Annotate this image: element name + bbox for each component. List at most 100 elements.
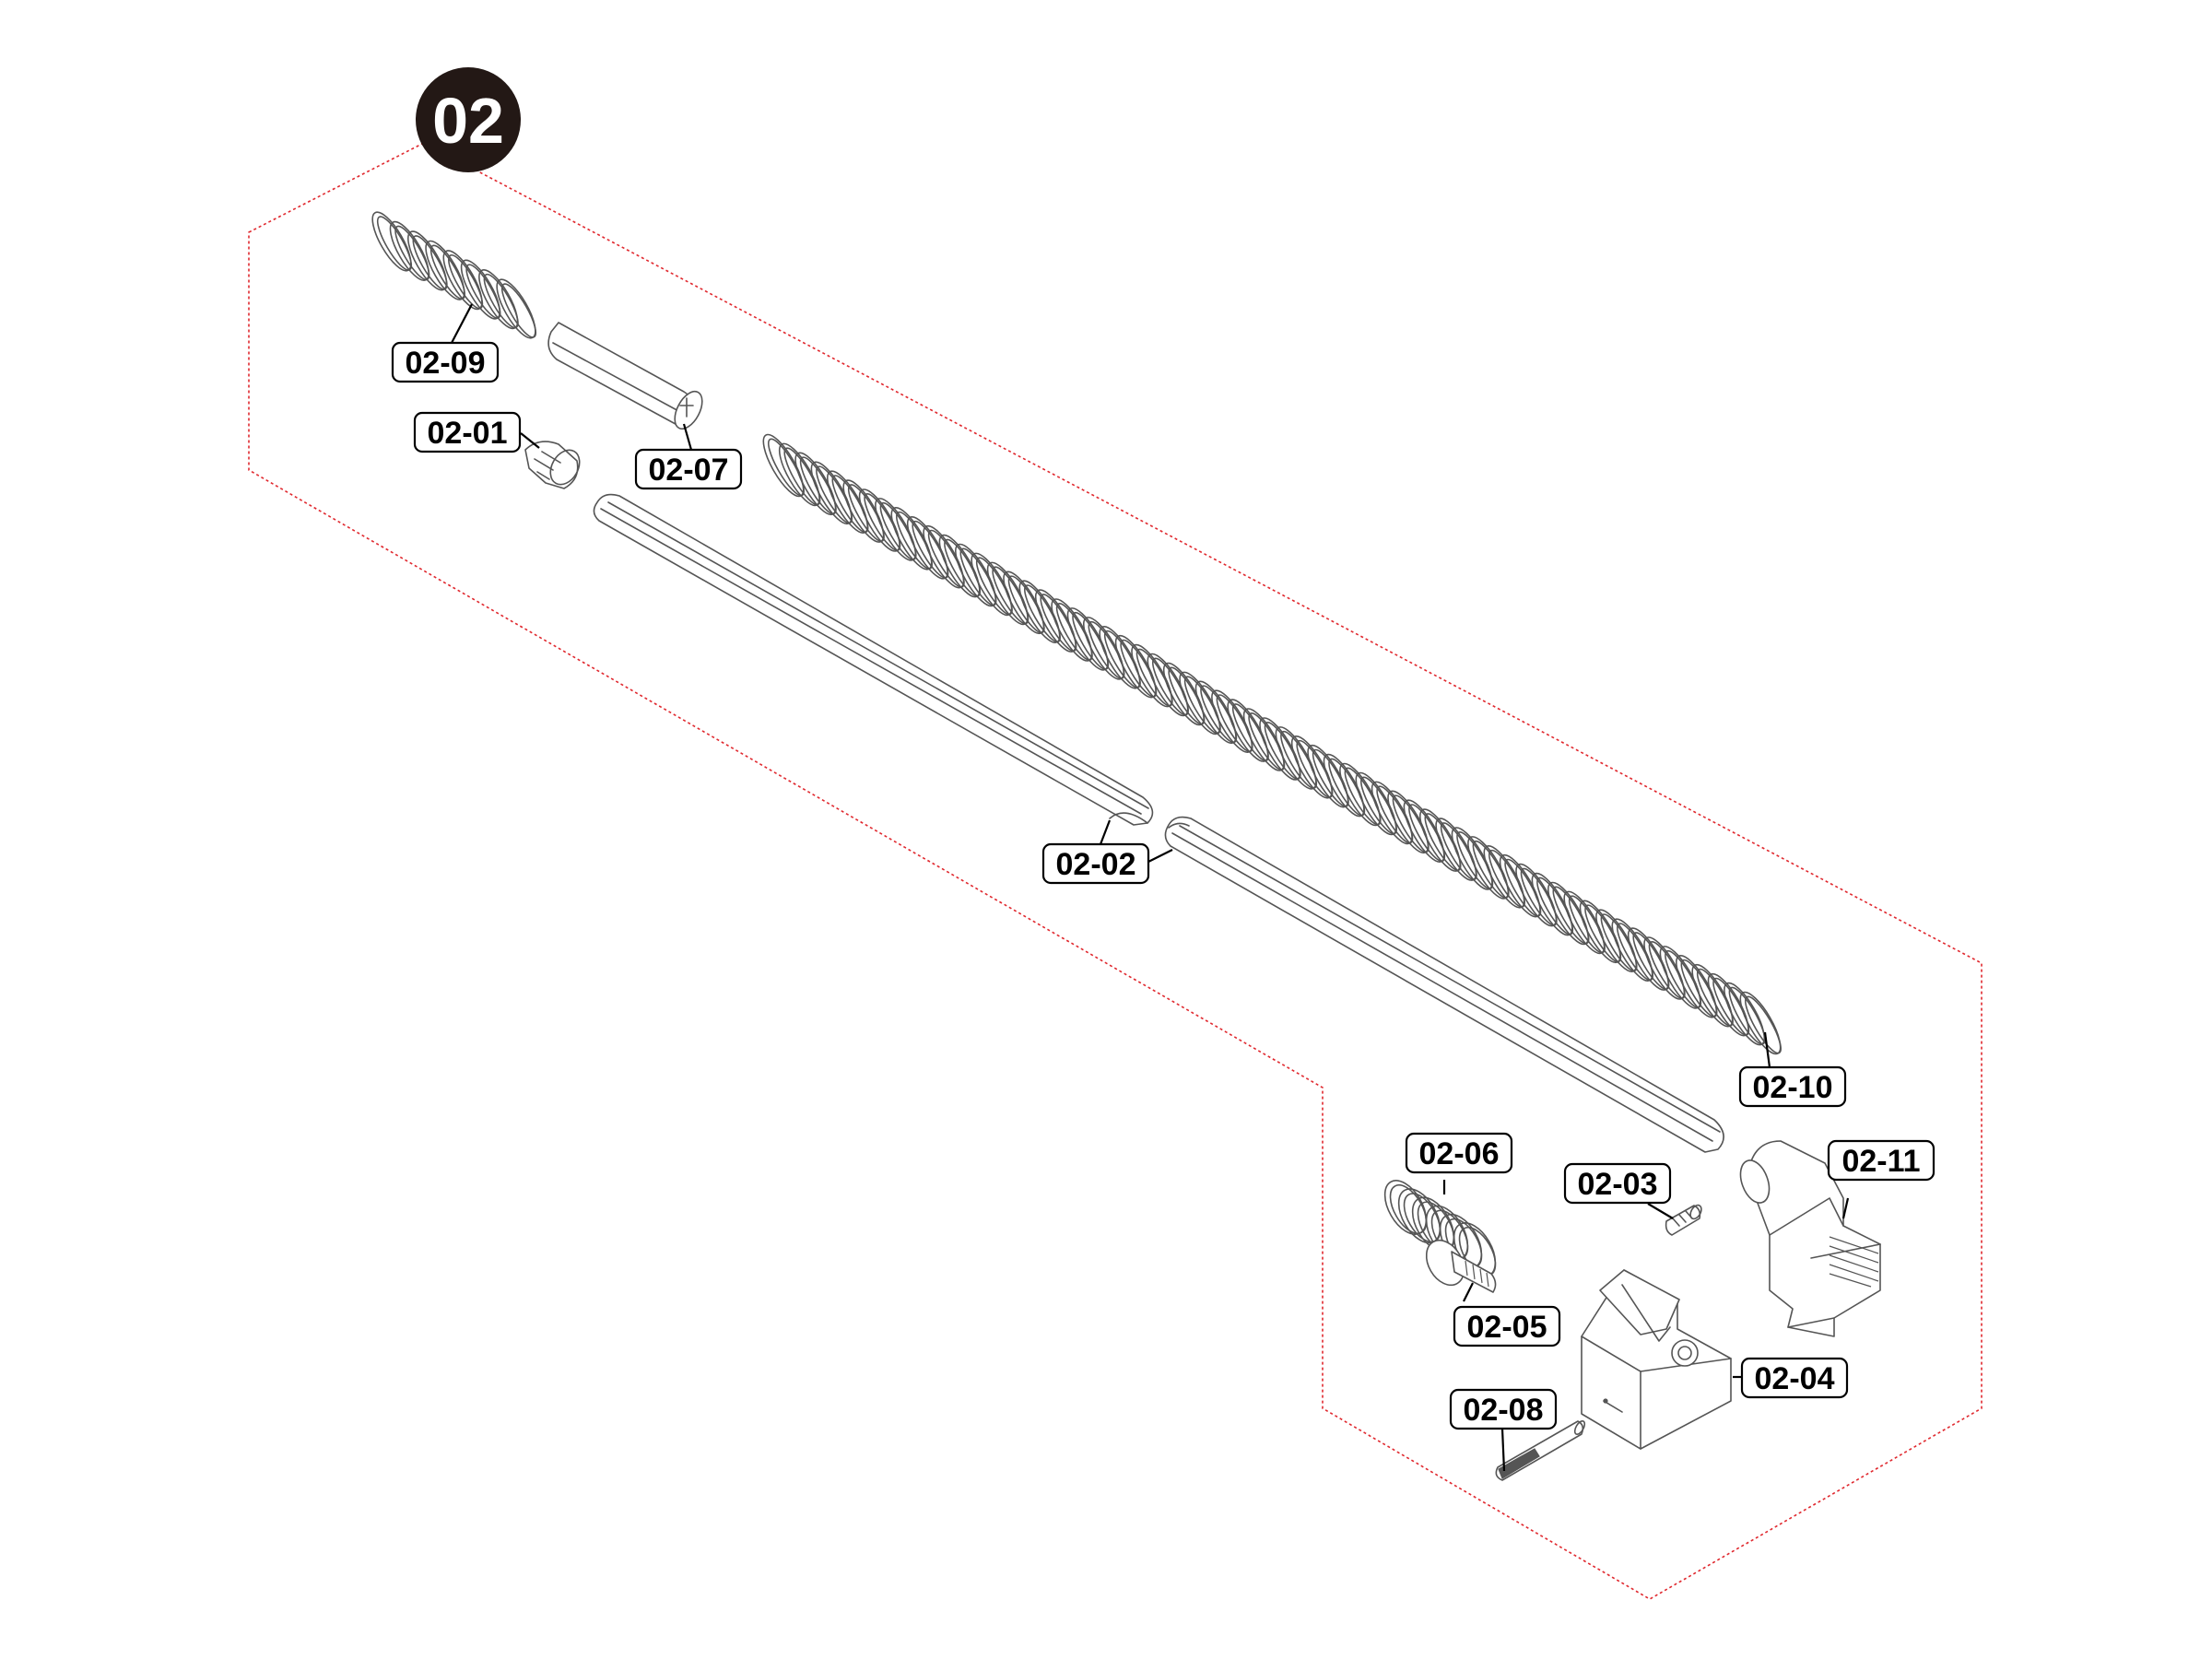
spring-coil-inner: [1296, 739, 1334, 798]
spring-coil-inner: [500, 283, 537, 338]
spring-coil-inner: [1552, 886, 1590, 945]
leader-02-11: [1841, 1197, 1850, 1219]
callout-02-07: 02-07: [634, 448, 743, 490]
callout-02-01: 02-01: [413, 411, 522, 453]
spring-coil-inner: [992, 566, 1030, 625]
spring-coil-inner: [1648, 941, 1686, 999]
part-02-02-rod-lower: [1164, 816, 1724, 1153]
spring-coil-inner: [1584, 904, 1622, 963]
part-02-09-spring: [371, 211, 537, 339]
group-badge-label: 02: [432, 85, 504, 157]
part-02-05-screw: [1425, 1239, 1497, 1293]
spring-coil-inner: [1632, 932, 1670, 991]
spring-coil-inner: [1680, 959, 1718, 1018]
part-02-11-latch: [1739, 1140, 1881, 1337]
callout-02-01-label: 02-01: [428, 416, 508, 451]
spring-coil-inner: [1168, 666, 1206, 725]
part-02-02-rod-upper: [593, 493, 1154, 826]
spring-coil-inner: [1344, 767, 1382, 826]
spring-coil-inner: [1456, 831, 1494, 889]
spring-coil-inner: [1183, 676, 1221, 735]
spring-coil-inner: [1440, 822, 1477, 881]
callout-02-09-label: 02-09: [406, 346, 486, 381]
spring-coil-inner: [1024, 584, 1061, 643]
callout-02-05: 02-05: [1453, 1305, 1561, 1347]
leader-02-03: [1647, 1203, 1674, 1219]
part-02-01-cap: [524, 441, 581, 489]
callout-02-09: 02-09: [391, 341, 500, 383]
spring-coil-inner: [1231, 703, 1269, 762]
callout-02-10: 02-10: [1738, 1065, 1847, 1108]
part-02-10-spring: [762, 433, 1782, 1055]
spring-coil-inner: [1568, 895, 1606, 954]
spring-coil-inner: [1389, 1183, 1428, 1235]
callout-02-06: 02-06: [1405, 1132, 1513, 1174]
spring-coil-inner: [879, 501, 917, 560]
spring-coil-inner: [1665, 949, 1702, 1008]
callout-02-11-label: 02-11: [1841, 1144, 1920, 1179]
spring-coil-inner: [831, 475, 869, 534]
group-outline: [248, 142, 1983, 1600]
callout-02-03: 02-03: [1563, 1162, 1672, 1205]
spring-coil-inner: [1536, 877, 1574, 935]
spring-coil-inner: [1617, 923, 1653, 982]
spring-coil-inner: [1248, 712, 1286, 771]
spring-coil-inner: [944, 538, 982, 597]
callout-02-04: 02-04: [1740, 1357, 1849, 1399]
spring-coil-inner: [1135, 648, 1173, 707]
spring-coil-inner: [1488, 849, 1525, 908]
callout-02-08: 02-08: [1449, 1388, 1558, 1430]
leader-02-10: [1763, 1031, 1771, 1068]
spring-coil-inner: [927, 529, 965, 588]
part-02-04-housing: [1581, 1269, 1732, 1450]
spring-coil-inner: [1712, 977, 1750, 1036]
callout-02-11: 02-11: [1827, 1139, 1936, 1182]
spring-coil-inner: [1392, 794, 1430, 853]
leader-02-09: [451, 303, 473, 344]
leader-lines: [451, 303, 1850, 1472]
spring-coil-inner: [1055, 603, 1093, 661]
leader-02-08: [1500, 1428, 1506, 1472]
spring-coil-inner: [1088, 620, 1125, 679]
spring-coil-inner: [896, 511, 933, 570]
spring-coil-inner: [975, 557, 1013, 616]
spring-coil-inner: [1408, 804, 1446, 863]
spring-coil-inner: [1600, 913, 1638, 972]
spring-coil-inner: [1152, 657, 1189, 716]
part-02-08-rodpin: [1495, 1419, 1586, 1481]
spring-coil-inner: [1007, 575, 1045, 634]
spring-coil-inner: [1424, 813, 1462, 872]
spring-coil-inner: [1376, 785, 1414, 844]
spring-coil-inner: [1200, 685, 1238, 744]
spring-coil-inner: [1040, 594, 1077, 653]
spring-coil-inner: [1264, 722, 1301, 780]
spring-coil-inner: [1745, 995, 1782, 1054]
spring-coil-inner: [1216, 694, 1253, 753]
spring-coil-inner: [1360, 776, 1397, 835]
spring-coil-inner: [1472, 840, 1510, 899]
spring-coil-inner: [1520, 867, 1558, 926]
spring-coil-inner: [1072, 611, 1110, 670]
callout-02-02-label: 02-02: [1056, 847, 1136, 882]
spring-coil-inner: [1120, 639, 1158, 698]
spring-coil-inner: [816, 465, 853, 524]
callout-02-06-label: 02-06: [1419, 1136, 1500, 1171]
part-02-07-cylinder: [547, 322, 703, 430]
spring-coil-inner: [1103, 629, 1141, 688]
spring-coil-inner: [959, 547, 997, 606]
callout-02-02: 02-02: [1041, 842, 1150, 885]
spring-coil: [1383, 1180, 1428, 1235]
spring-coil-inner: [1696, 968, 1734, 1027]
callout-02-10-label: 02-10: [1753, 1070, 1833, 1105]
spring-coil-inner: [799, 456, 837, 515]
spring-coil-inner: [768, 438, 805, 497]
spring-coil-inner: [1312, 748, 1349, 807]
spring-coil-inner: [1280, 730, 1318, 789]
callout-02-04-label: 02-04: [1755, 1361, 1835, 1396]
spring-coil: [496, 278, 536, 339]
spring-coil-inner: [1504, 858, 1542, 917]
leader-02-07: [682, 423, 693, 451]
spring-coil-inner: [912, 520, 949, 579]
leader-02-02a: [1099, 819, 1112, 845]
